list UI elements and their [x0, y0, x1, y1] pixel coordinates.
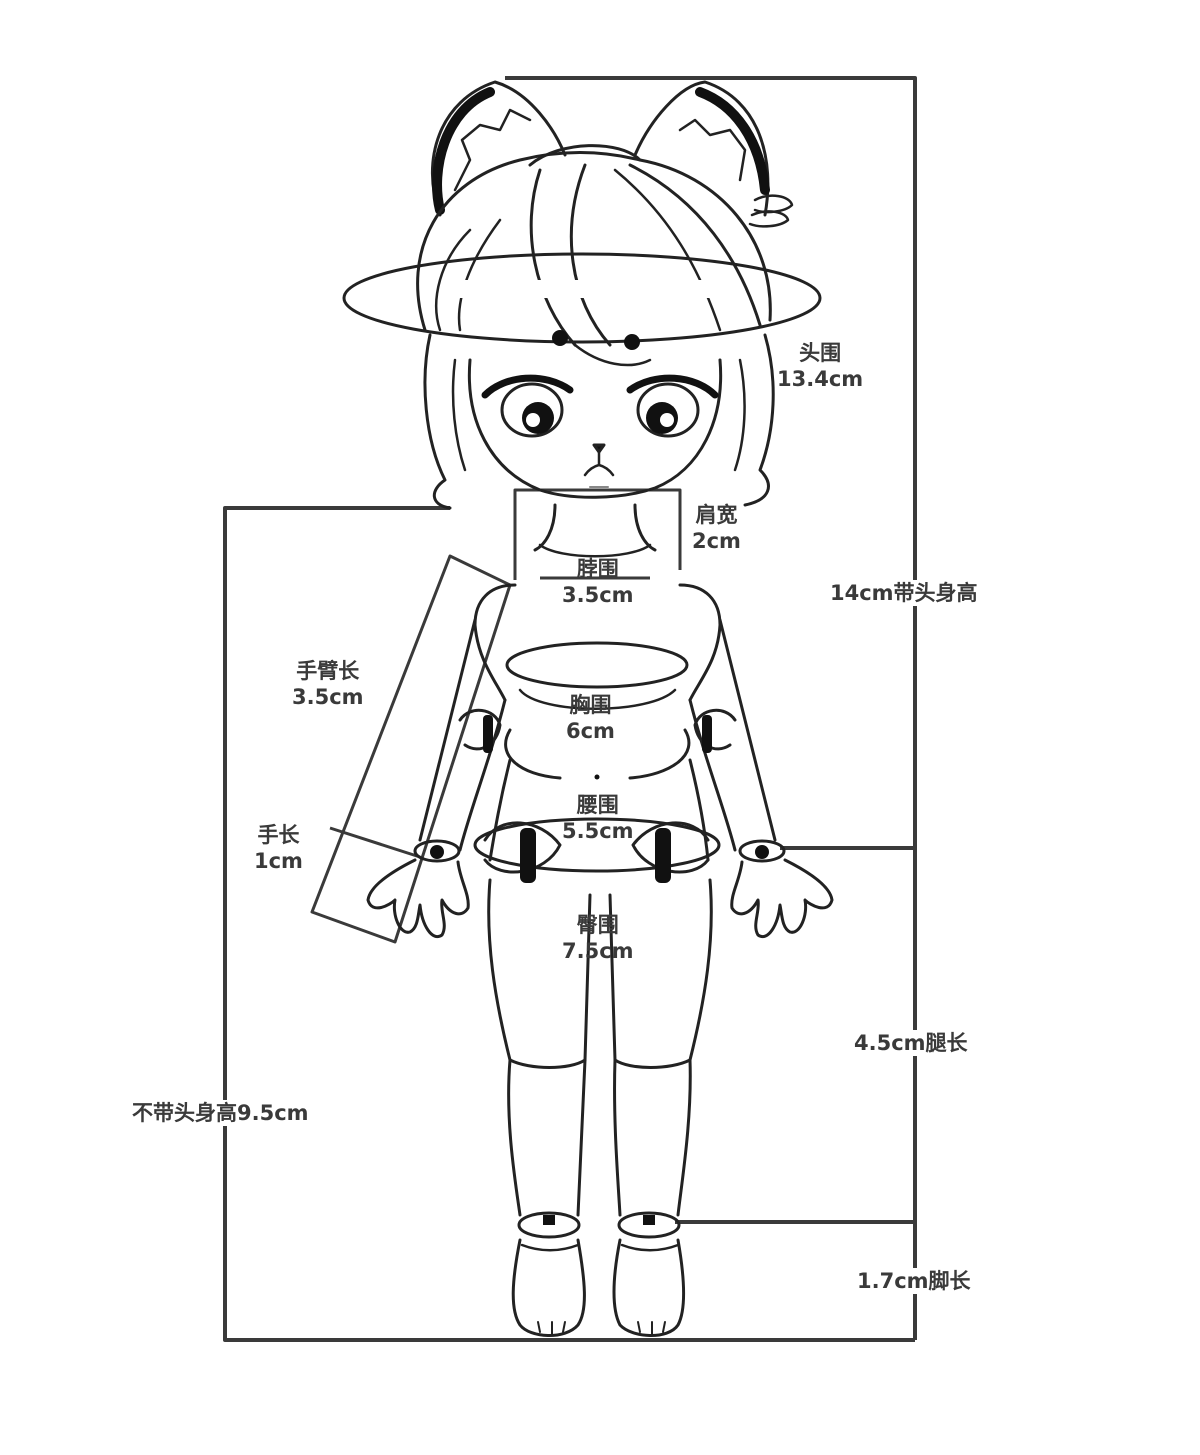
hip-circumference-value: 7.5cm: [562, 939, 634, 963]
neck-circumference-name: 脖围: [576, 557, 619, 581]
hand-length-label: 手长 1cm: [252, 822, 305, 874]
waist-circumference-label: 腰围 5.5cm: [560, 792, 636, 844]
head-hair: [342, 144, 822, 510]
neck-circumference-value: 3.5cm: [562, 583, 634, 607]
measurement-lines: [223, 76, 917, 1342]
leg-length-label: 4.5cm腿长: [852, 1030, 970, 1056]
arm-length-value: 3.5cm: [292, 685, 364, 709]
total-height-with-head-label: 14cm带头身高: [828, 580, 980, 606]
hip-circumference-label: 臀围 7.5cm: [560, 912, 636, 964]
shoulder-width-value: 2cm: [692, 529, 741, 553]
foot-length-label: 1.7cm脚长: [855, 1268, 973, 1294]
ears: [431, 80, 794, 228]
head-circumference-name: 头围: [799, 341, 842, 365]
hand-length-name: 手长: [257, 823, 300, 847]
chest-circumference-name: 胸围: [569, 693, 612, 717]
legs: [487, 878, 713, 1337]
shoulder-width-label: 肩宽 2cm: [690, 502, 743, 554]
arm-length-label: 手臂长 3.5cm: [290, 658, 366, 710]
head-circumference-value: 13.4cm: [777, 367, 864, 391]
face: [467, 358, 723, 499]
arm-length-name: 手臂长: [296, 659, 360, 683]
head-circumference-label: 头围 13.4cm: [775, 340, 865, 392]
shoulder-width-name: 肩宽: [695, 503, 738, 527]
arms: [366, 618, 834, 939]
chest-circumference-label: 胸围 6cm: [564, 692, 617, 744]
neck-circumference-label: 脖围 3.5cm: [560, 556, 636, 608]
hand-length-value: 1cm: [254, 849, 303, 873]
height-without-head-label: 不带头身高9.5cm: [130, 1100, 311, 1126]
waist-circumference-value: 5.5cm: [562, 819, 634, 843]
waist-circumference-name: 腰围: [576, 793, 619, 817]
hip-circumference-name: 臀围: [576, 913, 619, 937]
chest-circumference-value: 6cm: [566, 719, 615, 743]
